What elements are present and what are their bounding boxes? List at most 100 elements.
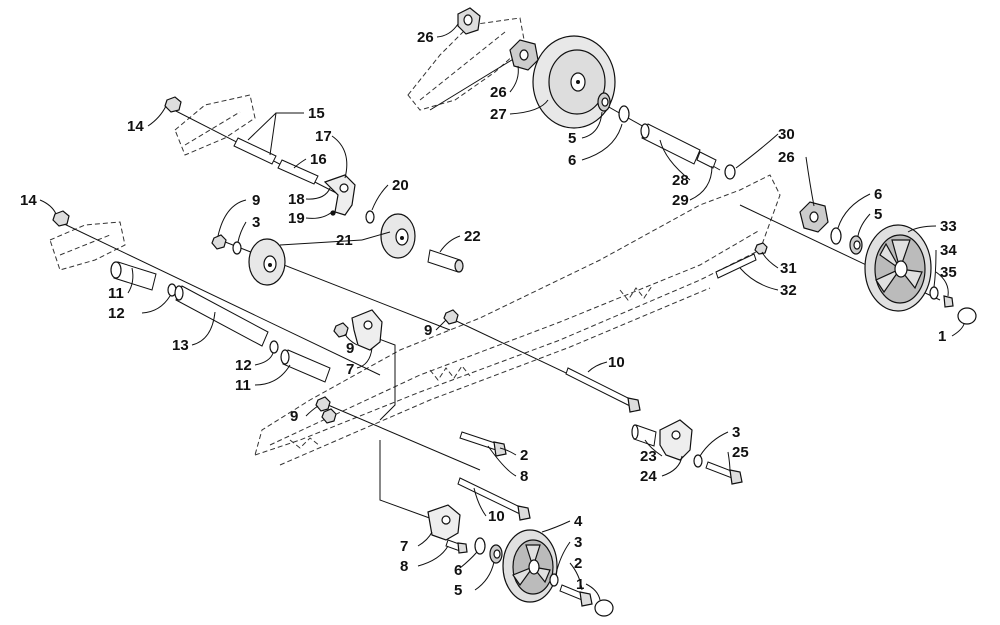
bearing-5-b [849,235,863,255]
callout-22: 22 [464,228,481,245]
axle-28 [640,123,701,165]
callout-5: 5 [874,206,882,223]
callout-7: 7 [400,538,408,555]
washer-3-b [693,454,703,468]
bracket-24 [659,419,693,461]
callout-11: 11 [235,377,251,394]
bolt-32 [715,253,757,279]
callout-21: 21 [336,232,353,249]
nut-9-c [443,309,459,325]
callout-24: 24 [640,468,657,485]
callout-12: 12 [235,357,252,374]
bolt-2-a [459,431,507,457]
nut-14-top [164,96,182,113]
slide-rail-right [254,174,781,466]
washer-30 [724,164,736,180]
bolt-10-b [457,477,531,521]
callout-25: 25 [732,444,749,461]
bolt-2-b [559,584,593,607]
callout-18: 18 [288,191,305,208]
wheel-33 [864,224,932,312]
nut-31 [754,242,768,255]
callout-3: 3 [732,424,740,441]
callout-34: 34 [940,242,957,259]
nut-9-a [211,234,227,250]
callout-19: 19 [288,210,305,227]
callout-1: 1 [938,328,946,345]
callout-7: 7 [346,361,354,378]
spacer-23 [631,424,657,447]
callout-3: 3 [574,534,582,551]
washer-6-a [618,105,630,123]
callout-13: 13 [172,337,189,354]
washer-3-c [549,573,559,587]
callout-26: 26 [417,29,434,46]
callout-26: 26 [490,84,507,101]
callout-5: 5 [454,582,462,599]
bolt-35 [943,295,954,308]
hub-26-top [457,7,481,35]
nut-9-d [315,396,337,424]
callout-17: 17 [315,128,332,145]
spacer-22 [427,249,464,273]
wheel-27 [532,35,616,129]
spacer-29 [696,151,717,169]
callout-26: 26 [778,149,795,166]
callout-33: 33 [940,218,957,235]
callout-14: 14 [127,118,144,135]
callout-23: 23 [640,448,657,465]
callout-6: 6 [454,562,462,579]
idler-wheel-21-left [248,238,286,286]
washer-6-c [474,537,486,555]
washer-20 [365,210,375,224]
washer-12-b [269,340,279,354]
arm-17 [323,174,356,216]
spacer-16 [277,159,319,185]
shaft-15 [233,137,277,165]
callout-30: 30 [778,126,795,143]
callout-16: 16 [310,151,327,168]
nut-14-left [52,210,70,227]
bracket-7-b [427,504,461,541]
leader-lines [39,23,965,601]
callout-2: 2 [574,555,582,572]
callout-6: 6 [874,186,882,203]
washer-3-a [232,241,242,255]
callout-12: 12 [108,305,125,322]
callout-29: 29 [672,192,689,209]
callout-9: 9 [346,340,354,357]
callout-32: 32 [780,282,797,299]
callout-8: 8 [520,468,528,485]
callout-5: 5 [568,130,576,147]
cap-1-a [957,307,977,325]
bearing-5-a [597,92,611,112]
callout-14: 14 [20,192,37,209]
tube-11-a [110,261,157,291]
callout-9: 9 [290,408,298,425]
callout-10: 10 [488,508,505,525]
callout-4: 4 [574,513,583,530]
washer-6-b [830,227,842,245]
slide-rail-top-left [174,94,256,156]
cap-1-b [594,599,614,617]
washer-34 [929,286,939,300]
callout-9: 9 [424,322,432,339]
callout-31: 31 [780,260,797,277]
callout-8: 8 [400,558,408,575]
axle-13 [174,285,269,347]
callout-1: 1 [576,576,584,593]
callout-6: 6 [568,152,576,169]
callout-10: 10 [608,354,625,371]
bolt-10-a [565,367,641,413]
hub-26-right [799,201,829,233]
callout-11: 11 [108,285,124,302]
hub-26-mid [509,39,539,71]
callout-3: 3 [252,214,260,231]
callout-9: 9 [252,192,260,209]
bolt-8-b [445,539,468,554]
callout-15: 15 [308,105,325,122]
pin-19 [330,210,336,216]
callout-20: 20 [392,177,409,194]
callout-27: 27 [490,106,507,123]
